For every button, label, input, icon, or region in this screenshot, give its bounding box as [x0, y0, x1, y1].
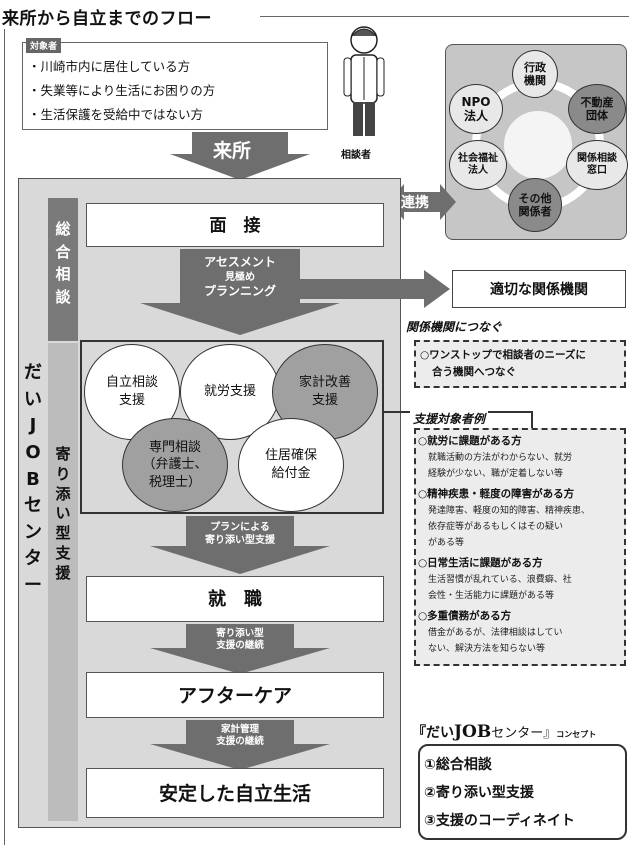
- continue-label-1: 寄り添い型支援の継続: [216, 628, 264, 652]
- frame-left-rule: [4, 16, 5, 845]
- node-kankei-sodan: 関係相談窓口: [566, 140, 628, 190]
- independent-life-box: 安定した自立生活: [86, 768, 384, 818]
- example-body: 就職活動の方法がわからない、就労: [428, 453, 573, 463]
- concept-item: ①総合相談: [424, 757, 492, 773]
- example-body: 依存症等があるもしくはその疑い: [428, 522, 564, 532]
- node-fudosan: 不動産団体: [568, 84, 626, 134]
- yorisoi-band: [48, 343, 78, 821]
- arrival-arrow: [170, 132, 310, 180]
- example-head: ○多重債務がある方: [418, 610, 512, 622]
- connect-title: 関係機関につなぐ: [406, 320, 503, 334]
- example-body: 経験が少ない、職が定着しない等: [428, 469, 564, 479]
- yorisoi-label: 寄り添い型支援: [55, 445, 71, 582]
- node-sonota: その他関係者: [508, 178, 562, 232]
- example-body: 生活習慣が乱れている、浪費癖、社: [428, 575, 572, 585]
- link-arrow: [388, 184, 456, 220]
- example-body: 借金があるが、法律相談はしてい: [428, 628, 563, 638]
- circle-jukyo: 住居確保給付金: [238, 418, 344, 512]
- example-body: 発達障害、軽度の知的障害、精神疾患、: [428, 506, 591, 516]
- examples-box: [414, 428, 626, 666]
- example-body: がある等: [428, 538, 465, 548]
- connect-text: 合う機関へつなぐ: [432, 366, 516, 378]
- target-item: ・失業等により生活にお困りの方: [28, 83, 216, 98]
- consultant-label: 相談者: [341, 150, 371, 161]
- sogo-sodan-band: [48, 198, 78, 341]
- node-shakaifukushi: 社会福祉法人: [449, 140, 507, 190]
- connect-box: [414, 340, 626, 388]
- examples-title: 支援対象者例: [410, 410, 489, 427]
- assessment-arrow: [140, 249, 340, 335]
- assessment-label: アセスメント 見極め プランニング: [203, 255, 276, 299]
- continue-label-2: 家計管理支援の継続: [216, 724, 264, 748]
- appropriate-org-box: 適切な関係機関: [452, 270, 626, 308]
- header-rule: [260, 16, 629, 17]
- concept-item: ②寄り添い型支援: [424, 785, 534, 801]
- arrival-label: 来所: [213, 140, 252, 162]
- target-tag: 対象者: [26, 38, 62, 53]
- to-org-arrow: [284, 270, 450, 308]
- target-item: ・生活保護を受給中ではない方: [28, 107, 204, 122]
- page-title: 来所から自立までのフロー: [2, 4, 218, 29]
- interview-box: 面 接: [86, 203, 384, 247]
- consultant-person-icon: [343, 26, 385, 136]
- connect-text: ○ワンストップで相談者のニーズに: [420, 349, 586, 361]
- node-gyosei: 行政機関: [512, 50, 558, 98]
- aftercare-box: アフターケア: [86, 672, 384, 718]
- target-box: [22, 42, 328, 130]
- example-body: 会性・生活能力に課題がある等: [428, 591, 555, 601]
- circle-senmon: 専門相談（弁護士、税理士）: [122, 418, 228, 512]
- link-label: 連携: [401, 195, 429, 211]
- example-body: ない、解決方法を知らない等: [428, 644, 546, 654]
- concept-box: [418, 744, 627, 840]
- employment-box: 就 職: [86, 576, 384, 622]
- example-head: ○精神疾患・軽度の障害がある方: [418, 488, 575, 500]
- plan-arrow: [150, 516, 330, 574]
- continue-arrow-2: [150, 720, 330, 770]
- concept-item: ③支援のコーディネイト: [424, 813, 575, 829]
- sogo-sodan-label: 総合相談: [55, 220, 71, 306]
- plan-label: プランによる寄り添い型支援: [205, 522, 275, 546]
- continue-arrow-1: [150, 624, 330, 674]
- target-item: ・川崎市内に居住している方: [28, 59, 191, 74]
- concept-title: 『だいJOBセンター』コンセプト: [412, 722, 597, 742]
- example-head: ○日常生活に課題がある方: [418, 557, 543, 569]
- example-head: ○就労に課題がある方: [418, 435, 522, 447]
